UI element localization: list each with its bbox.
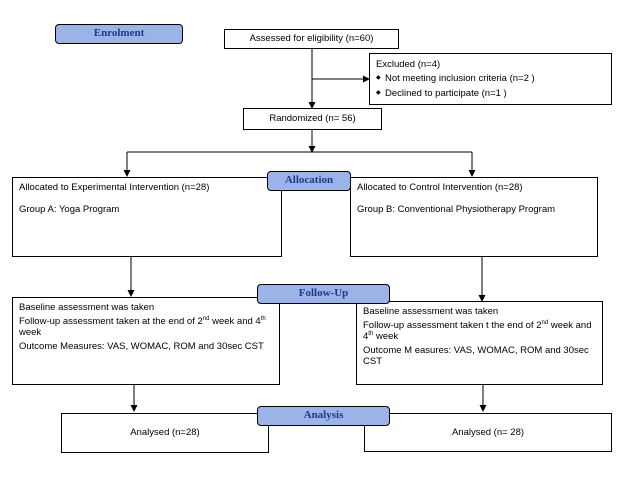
analysed-left-box: Analysed (n=28) [61,413,269,453]
followup-right-outcomes: Outcome M easures: VAS, WOMAC, ROM and 3… [363,345,589,367]
alloc-control-title: Allocated to Control Intervention (n=28) [357,182,523,193]
assessed-eligibility-box: Assessed for eligibility (n=60) [224,29,399,49]
excluded-reason-1: Not meeting inclusion criteria (n=2 ) [376,73,605,84]
followup-left-schedule: Follow-up assessment taken at the end of… [19,315,266,338]
alloc-experimental-title: Allocated to Experimental Intervention (… [19,182,210,193]
excluded-reason-2: Declined to participate (n=1 ) [376,88,605,99]
excluded-reasons-list: Not meeting inclusion criteria (n=2 ) De… [376,73,605,99]
allocation-control-box: Allocated to Control Intervention (n=28)… [350,177,598,257]
assessed-eligibility-text: Assessed for eligibility (n=60) [249,33,374,44]
analysed-left-text: Analysed (n=28) [130,427,200,438]
allocation-experimental-box: Allocated to Experimental Intervention (… [12,177,282,257]
followup-left-box: Baseline assessment was taken Follow-up … [12,297,280,385]
randomized-box: Randomized (n= 56) [243,108,382,130]
follow-up-label: Follow-Up [257,284,390,304]
analysed-right-text: Analysed (n= 28) [451,427,525,438]
excluded-title: Excluded (n=4) [376,59,441,70]
randomized-text: Randomized (n= 56) [269,113,356,124]
followup-left-outcomes: Outcome Measures: VAS, WOMAC, ROM and 30… [19,341,264,352]
followup-left-baseline: Baseline assessment was taken [19,302,155,313]
followup-right-box: Baseline assessment was taken Follow-up … [356,301,603,385]
analysis-label: Analysis [257,406,390,426]
excluded-box: Excluded (n=4) Not meeting inclusion cri… [369,53,612,105]
allocation-label: Allocation [267,171,351,191]
enrolment-label: Enrolment [55,24,183,44]
analysed-right-box: Analysed (n= 28) [364,413,612,452]
followup-right-schedule: Follow-up assessment taken t the end of … [363,319,592,342]
followup-right-baseline: Baseline assessment was taken [363,306,499,317]
alloc-control-group: Group B: Conventional Physiotherapy Prog… [357,204,556,215]
alloc-experimental-group: Group A: Yoga Program [19,204,120,215]
